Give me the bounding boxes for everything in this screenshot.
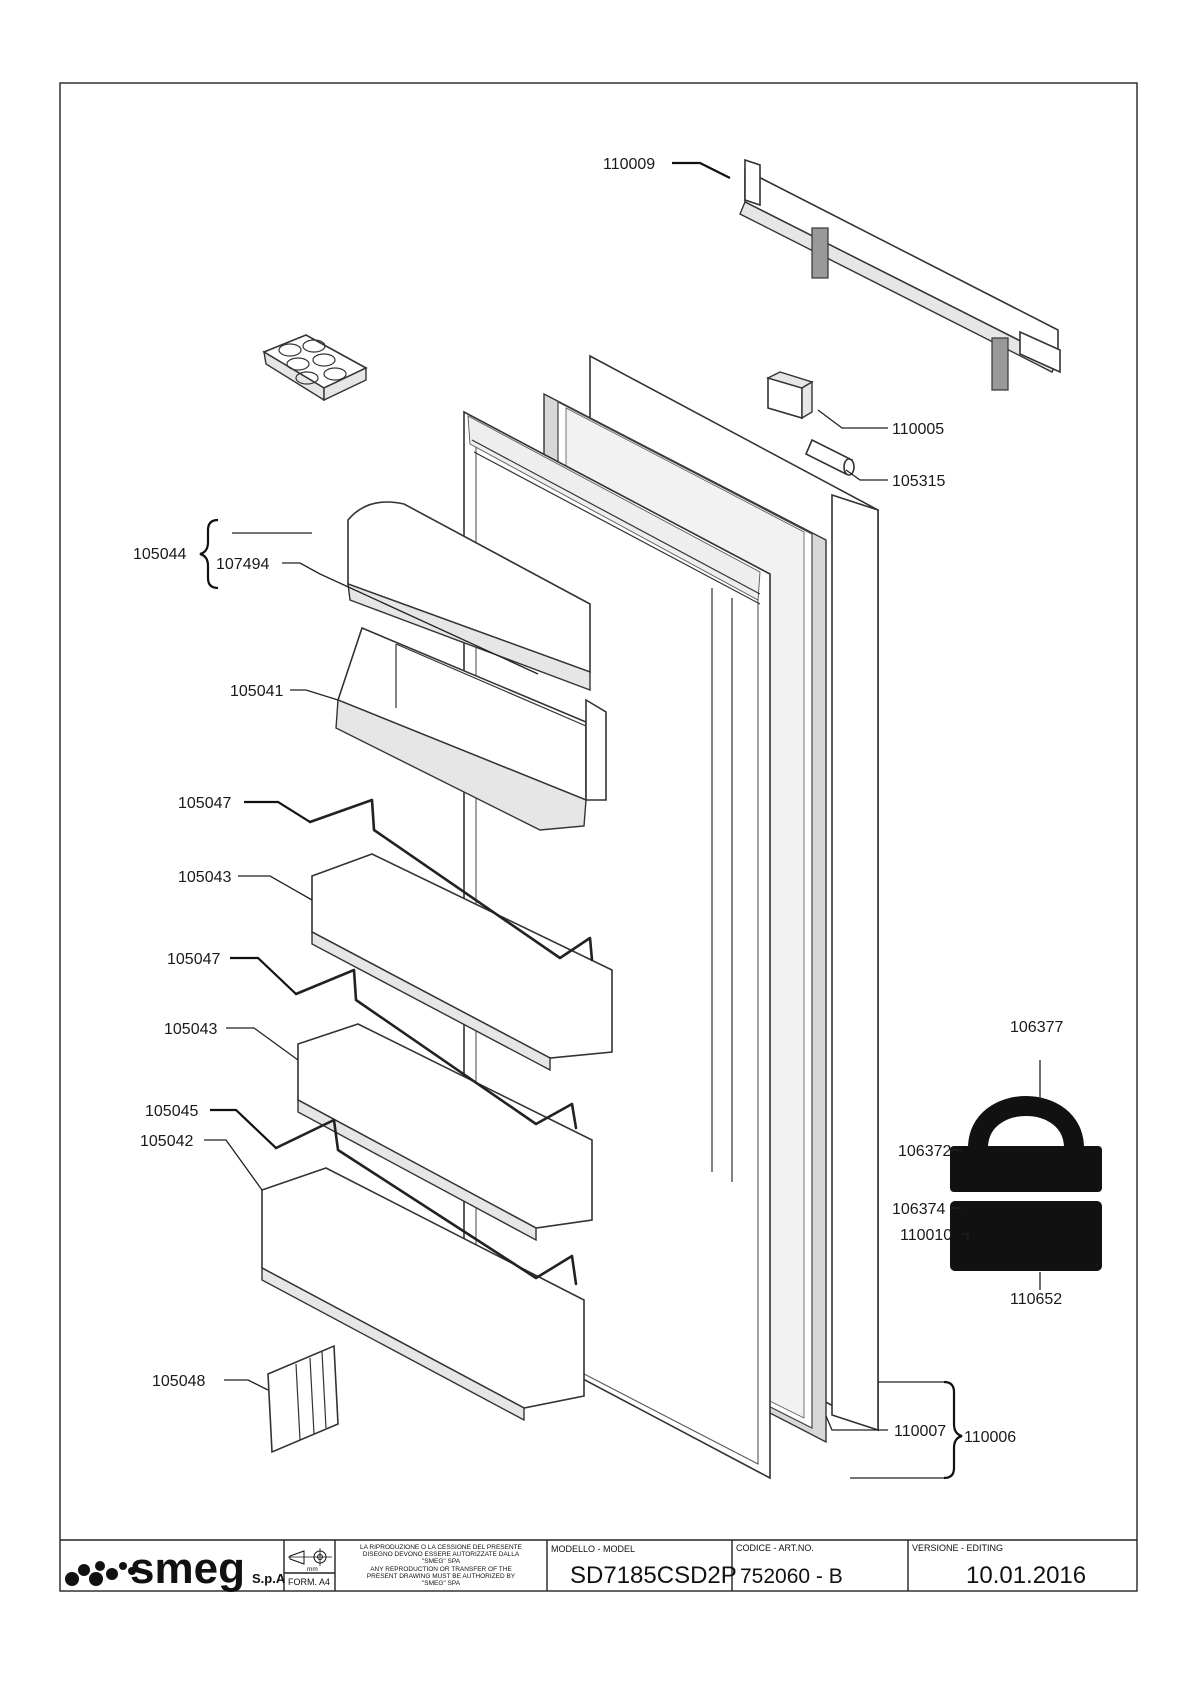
label-110006: 110006: [964, 1429, 1016, 1446]
label-105043-top: 105043: [178, 869, 231, 886]
notice-it-line-1: LA RIPRODUZIONE O LA CESSIONE DEL PRESEN…: [360, 1544, 523, 1551]
notice-en-line-1: ANY REPRODUCTION OR TRANSFER OF THE: [370, 1566, 512, 1573]
label-106372: 106372: [898, 1143, 951, 1160]
label-110652: 110652: [1010, 1291, 1062, 1308]
title-block: smeg S.p.A mm FORM. A4 LA RIPRODUZIONE O…: [60, 1539, 1137, 1593]
code-value: 752060 - B: [740, 1565, 843, 1588]
label-105048: 105048: [152, 1373, 205, 1390]
label-110010: 110010: [900, 1227, 952, 1244]
code-label: CODICE - ART.NO.: [736, 1543, 814, 1553]
egg-tray: [262, 334, 368, 402]
model-label: MODELLO - MODEL: [551, 1544, 635, 1554]
label-107494: 107494: [216, 556, 269, 573]
notice-it-line-3: "SMEG" SPA: [422, 1558, 461, 1565]
brand-suffix: S.p.A: [252, 1571, 286, 1586]
version-value: 10.01.2016: [966, 1562, 1086, 1589]
label-105045: 105045: [145, 1103, 198, 1120]
smeg-logo: smeg S.p.A: [65, 1544, 286, 1593]
label-105315: 105315: [892, 473, 945, 490]
label-105041: 105041: [230, 683, 283, 700]
label-105043-bottom: 105043: [164, 1021, 217, 1038]
notice-en-line-2: PRESENT DRAWING MUST BE AUTHORIZED BY: [367, 1573, 516, 1580]
projection-symbol-icon: [288, 1548, 332, 1566]
dairy-compartment: [335, 626, 607, 831]
label-105044: 105044: [133, 546, 186, 563]
brand-name: smeg: [130, 1544, 245, 1593]
leader-lines: [199, 161, 1041, 1480]
bottle-divider: [267, 1344, 339, 1454]
units-label: mm: [307, 1566, 318, 1573]
dairy-compartment-lid: [319, 501, 591, 692]
notice-it-line-2: DISEGNO DEVONO ESSERE AUTORIZZATE DALLA: [363, 1551, 520, 1558]
notice-en-line-3: "SMEG" SPA: [422, 1580, 461, 1587]
format-label: FORM. A4: [288, 1577, 330, 1587]
label-110005: 110005: [892, 421, 944, 438]
label-106377: 106377: [1010, 1019, 1063, 1036]
top-hinge-bar: [739, 158, 1061, 391]
label-110007: 110007: [894, 1423, 946, 1440]
hinge-pin: [804, 438, 855, 476]
door-shelf-1: [308, 798, 613, 1072]
hinge-bracket: [766, 371, 814, 420]
version-label: VERSIONE - EDITING: [912, 1543, 1003, 1553]
label-106374: 106374: [892, 1201, 945, 1218]
label-105047-top: 105047: [178, 795, 231, 812]
bottle-shelf: [261, 1118, 585, 1422]
padlock-icon: [950, 1096, 1102, 1271]
label-105047-bottom: 105047: [167, 951, 220, 968]
label-105042: 105042: [140, 1133, 193, 1150]
model-value: SD7185CSD2P: [570, 1562, 737, 1589]
label-110009: 110009: [603, 156, 655, 173]
part-labels: 110009 110005 105315 105044 107494 10504…: [133, 156, 1063, 1446]
door-inner-liner: [463, 410, 771, 1480]
door-shelf-2: [294, 968, 593, 1242]
drawing-frame: [59, 82, 1138, 1592]
